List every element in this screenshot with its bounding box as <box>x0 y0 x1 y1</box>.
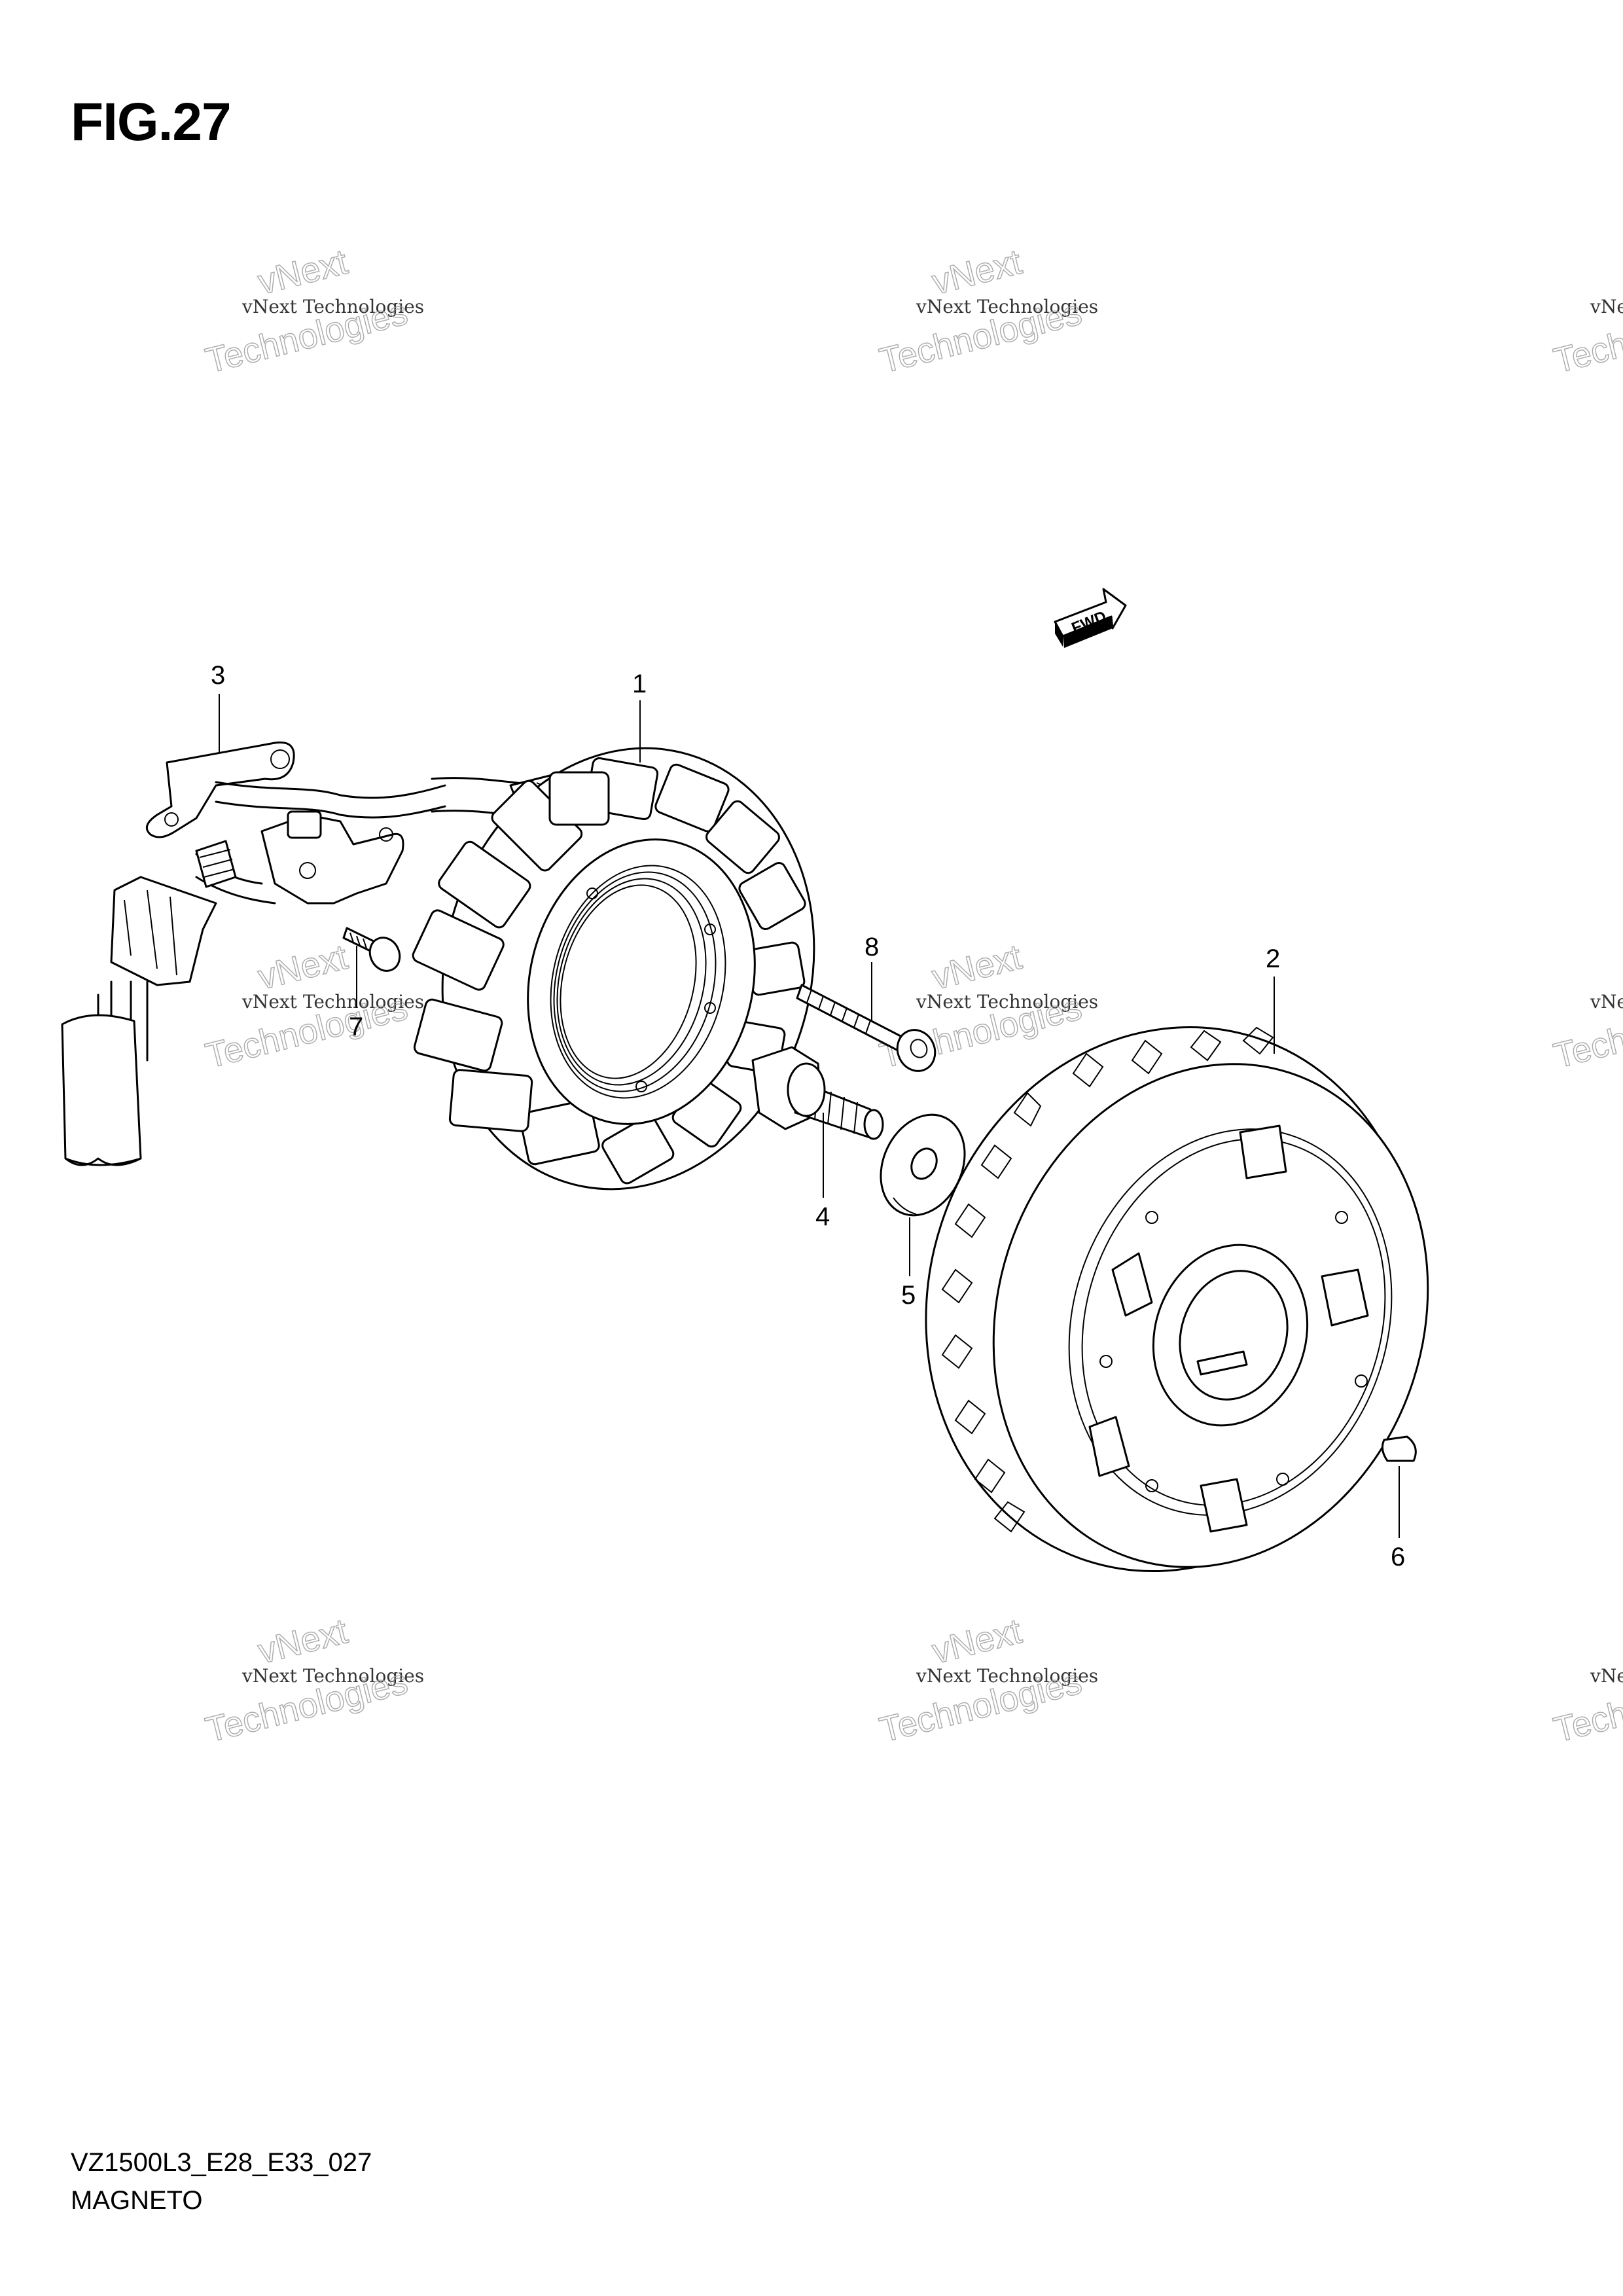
callout-1: 1 <box>632 670 647 698</box>
watermark-big-top: vNext <box>254 1611 351 1672</box>
leader-lines <box>219 694 1400 1538</box>
watermark-big-top: vNext <box>254 242 351 302</box>
watermark-small-text: vNext Technologies <box>1590 991 1623 1013</box>
watermark-3: vNext Technologies Technologies <box>1550 292 1623 381</box>
watermark-big-top: vNext <box>928 242 1025 302</box>
drawing-code: VZ1500L3_E28_E33_027 <box>71 2148 372 2177</box>
watermark-small-text: vNext Technologies <box>916 991 1098 1013</box>
callout-3: 3 <box>211 661 225 690</box>
figure-title: FIG.27 <box>71 92 232 152</box>
key-6 <box>1381 1435 1417 1462</box>
stator-coils <box>412 757 806 1185</box>
callout-2: 2 <box>1266 944 1280 973</box>
screw-8 <box>796 984 936 1072</box>
watermark-6: vNext Technologies Technologies <box>1550 987 1623 1076</box>
callout-labels: 3 1 2 8 4 5 6 7 <box>211 661 1405 1571</box>
callout-5: 5 <box>901 1281 916 1310</box>
screw-7 <box>342 927 401 972</box>
watermark-big-top: vNext <box>254 937 351 997</box>
rotor-slots <box>941 1026 1274 1533</box>
callout-6: 6 <box>1391 1543 1405 1571</box>
watermark-small-text: vNext Technologies <box>241 991 424 1013</box>
callout-7: 7 <box>349 1013 363 1041</box>
watermark-big-top: vNext <box>928 1611 1025 1672</box>
watermark-1: vNext Technologies vNext Technologies <box>202 242 425 381</box>
watermark-9: vNext Technologies Technologies <box>1550 1661 1623 1750</box>
watermark-2: vNext Technologies vNext Technologies <box>876 242 1099 381</box>
bolt-4 <box>751 1046 884 1140</box>
watermark-small-text: vNext Technologies <box>1590 296 1623 317</box>
bracket-wiring <box>61 741 577 1166</box>
watermark-8: vNext Technologies vNext Technologies <box>876 1611 1099 1750</box>
watermark-7: vNext Technologies vNext Technologies <box>202 1611 425 1750</box>
washer-5 <box>880 1113 966 1217</box>
rotor <box>925 1026 1429 1572</box>
watermark-small-text: vNext Technologies <box>916 296 1098 317</box>
watermark-small-text: vNext Technologies <box>1590 1665 1623 1687</box>
fwd-arrow-icon: FWD <box>1054 588 1127 648</box>
wire-sleeve-2 <box>195 840 237 888</box>
callout-4: 4 <box>815 1202 830 1231</box>
watermark-big-top: vNext <box>928 937 1025 997</box>
callout-8: 8 <box>865 933 879 961</box>
stator <box>412 747 815 1191</box>
watermark-small-text: vNext Technologies <box>916 1665 1098 1687</box>
rotor-magnets <box>1088 1124 1369 1533</box>
watermark-group: vNext Technologies vNext Technologies vN… <box>202 242 1623 1750</box>
watermark-small-text: vNext Technologies <box>241 296 424 317</box>
diagram-name: MAGNETO <box>71 2186 203 2215</box>
watermark-small-text: vNext Technologies <box>241 1665 424 1687</box>
